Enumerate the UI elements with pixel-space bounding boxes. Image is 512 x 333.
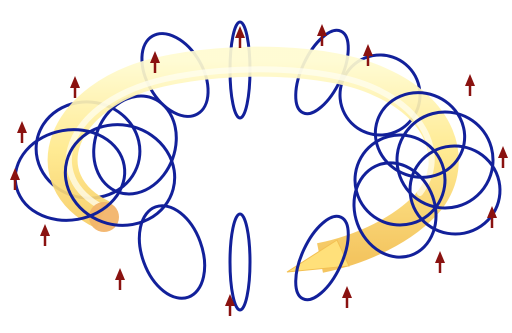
arrow-up-icon [342, 286, 352, 308]
arrow-up-icon [115, 268, 125, 290]
arrow-up-icon [487, 206, 497, 228]
field-loop [294, 214, 350, 302]
arrow-up-icon [225, 294, 235, 316]
arrow-up-icon [363, 44, 373, 66]
field-loop [63, 123, 177, 227]
arrow-up-icon [235, 26, 245, 48]
arrow-up-icon [70, 76, 80, 98]
field-loop [352, 161, 438, 259]
toroidal-arrow-highlight [66, 66, 435, 208]
arrow-up-icon [317, 24, 327, 46]
arrow-up-icon [10, 168, 20, 190]
arrow-up-icon [17, 121, 27, 143]
arrow-up-icon [498, 146, 508, 168]
field-loop [228, 212, 252, 312]
flow-arrow-icon [286, 239, 350, 273]
toroidal-arrow [47, 46, 459, 273]
field-loop [353, 133, 447, 227]
field-loop [373, 91, 467, 179]
arrow-up-icon [150, 51, 160, 73]
arrow-up-icon [465, 74, 475, 96]
field-loop [395, 110, 495, 210]
arrow-up-icon [435, 251, 445, 273]
field-loops-front [10, 24, 508, 316]
field-loop [408, 144, 502, 236]
field-loop [137, 204, 207, 300]
arrow-up-icon [40, 224, 50, 246]
